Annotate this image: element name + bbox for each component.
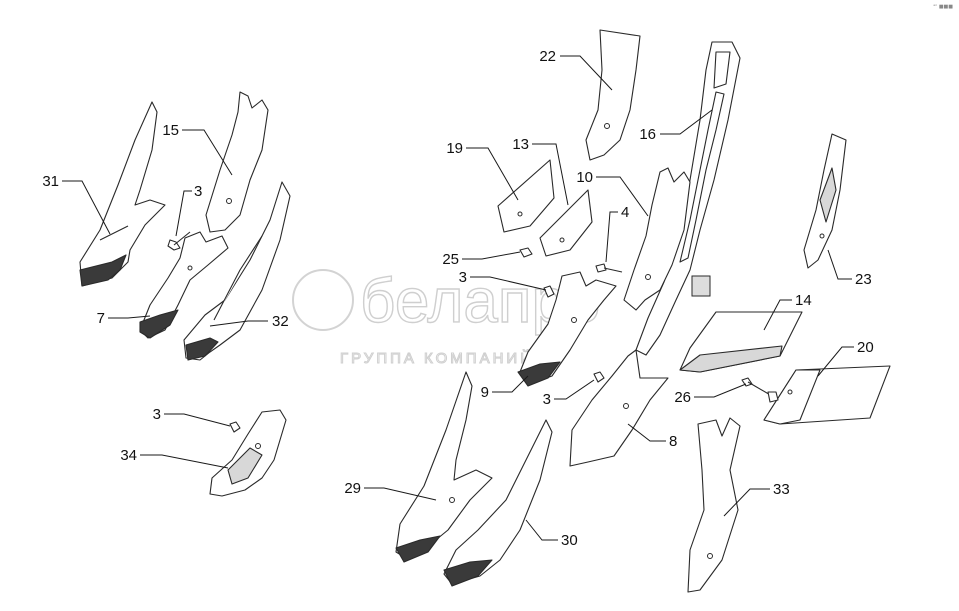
callout-8: 8: [669, 433, 677, 450]
callout-34: 34: [120, 447, 137, 464]
callout-15: 15: [162, 122, 179, 139]
callout-31: 31: [42, 173, 59, 190]
part-8-share: [569, 349, 669, 467]
callout-19: 19: [446, 140, 463, 157]
part-25-nut: [519, 247, 533, 258]
part-32-deflector: [183, 181, 291, 361]
part-15-cover-plate: [205, 91, 269, 233]
part-30-deflector: [443, 419, 553, 587]
callout-labels: 22 16 15 31 3 19 13 10 4 25 3 23 14 7 32…: [42, 48, 873, 549]
callout-7: 7: [97, 310, 105, 327]
part-10-mouldboard: [623, 167, 691, 311]
part-22-shield: [585, 29, 641, 161]
callout-3-lower: 3: [543, 391, 551, 408]
callout-32: 32: [272, 313, 289, 330]
callout-3-middle: 3: [459, 269, 467, 286]
callout-9: 9: [481, 384, 489, 401]
callout-3-upper: 3: [194, 183, 202, 200]
callout-23: 23: [855, 271, 872, 288]
part-26-bolt: [741, 377, 779, 403]
callout-4: 4: [621, 204, 629, 221]
part-23-side-shield: [803, 133, 847, 269]
watermark-tagline: ГРУППА КОМПАНИЙ: [340, 349, 534, 367]
part-9-chisel-tip: [517, 271, 617, 387]
part-33-shin: [687, 417, 741, 593]
part-14-serrated-blade: [679, 311, 803, 373]
callout-22: 22: [539, 48, 556, 65]
watermark-logo-icon: [292, 269, 354, 331]
part-13-wing-blade: [539, 189, 593, 257]
leader-lines: [62, 55, 854, 541]
callout-10: 10: [576, 169, 593, 186]
part-3-bolt-upper: [167, 231, 191, 251]
callout-20: 20: [857, 339, 874, 356]
callout-25: 25: [442, 251, 459, 268]
part-7-wing-tip: [139, 231, 229, 339]
callout-33: 33: [773, 481, 790, 498]
part-3-bolt-lower-left: [229, 421, 241, 433]
part-31-shank-guard: [79, 101, 166, 287]
part-29-shank-guard: [395, 371, 493, 563]
corner-mark: ᵃⁿ ■■■: [933, 4, 953, 10]
part-3-bolt-lower: [593, 371, 605, 383]
callout-26: 26: [674, 389, 691, 406]
part-4-bolt: [595, 263, 623, 273]
part-19-wing-blade: [497, 159, 555, 233]
callout-14: 14: [795, 292, 812, 309]
callout-29: 29: [344, 480, 361, 497]
callout-13: 13: [512, 136, 529, 153]
part-34-point-adapter: [209, 409, 287, 497]
part-20-blade: [763, 365, 891, 425]
callout-30: 30: [561, 532, 578, 549]
callout-16: 16: [639, 126, 656, 143]
callout-3-left: 3: [153, 406, 161, 423]
part-3-bolt-middle: [543, 285, 555, 298]
